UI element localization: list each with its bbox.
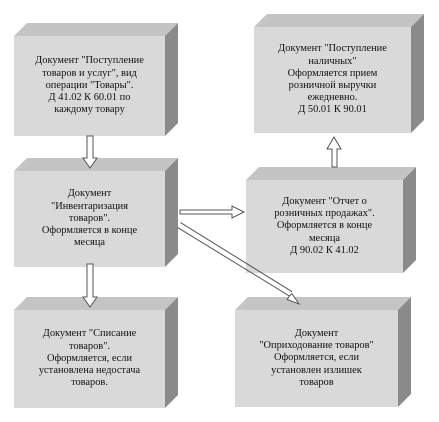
node-line: "Инвентаризация — [51, 200, 128, 212]
node-top-face — [14, 158, 178, 171]
node-line: Оформляется в конце — [276, 220, 373, 232]
node-line: Д 41.02 К 60.01 по — [48, 92, 131, 104]
node-line: товаров. — [71, 377, 108, 389]
node-line: операции "Товары". — [45, 79, 134, 91]
node-write-off: Документ "Списание товаров". Оформляется… — [14, 297, 178, 408]
node-line: Оформляется в конце — [41, 225, 138, 237]
node-top-face — [246, 167, 416, 180]
node-line: ежедневно. — [307, 92, 358, 104]
node-retail-report: Документ "Отчет о розничных продажах". О… — [246, 167, 416, 273]
node-line: Оформляется, если — [46, 352, 133, 364]
arrow-inventory-to-posting — [177, 222, 301, 306]
node-front-face: Документ "Списание товаров". Оформляется… — [14, 310, 165, 408]
node-top-face — [254, 14, 424, 27]
arrow-inventory-to-report — [179, 205, 246, 219]
node-inventory: Документ "Инвентаризация товаров". Оформ… — [14, 158, 178, 267]
node-top-face — [14, 23, 178, 36]
arrow-inventory-to-writeoff — [82, 263, 98, 308]
node-top-face — [14, 297, 178, 310]
node-side-face — [403, 167, 416, 273]
node-line: Документ "Отчет о — [282, 195, 367, 207]
node-front-face: Документ "Инвентаризация товаров". Оформ… — [14, 171, 165, 267]
arrow-receipt-to-inventory — [82, 135, 98, 169]
node-front-face: Документ "Отчет о розничных продажах". О… — [246, 180, 403, 273]
node-line: товаров — [299, 376, 334, 388]
node-top-face — [235, 297, 411, 310]
node-front-face: Документ "Поступление товаров и услуг", … — [14, 36, 165, 136]
node-line: Документ — [67, 188, 112, 200]
node-receipt-goods: Документ "Поступление товаров и услуг", … — [14, 23, 178, 136]
node-cash-receipt: Документ "Поступление наличных" Оформляе… — [254, 14, 424, 133]
node-side-face — [165, 297, 178, 408]
node-line: товаров". — [68, 212, 111, 224]
node-line: "Оприходование товаров" — [259, 340, 374, 352]
node-line: установлена недостача — [38, 365, 141, 377]
node-line: Оформляется, если — [273, 352, 360, 364]
node-line: каждому товару — [54, 104, 125, 116]
arrow-report-to-cash — [326, 136, 342, 168]
node-posting-goods: Документ "Оприходование товаров" Оформля… — [235, 297, 411, 407]
node-line: Оформляется прием — [287, 67, 378, 79]
node-side-face — [398, 297, 411, 407]
node-line: Документ "Поступление — [35, 55, 144, 67]
node-line: розничной выручки — [288, 80, 377, 91]
node-line: розничных продажах". — [274, 208, 375, 220]
node-line: товаров и услуг", вид — [42, 67, 137, 79]
node-line: Д 90.02 К 41.02 — [290, 244, 359, 256]
node-front-face: Документ "Оприходование товаров" Оформля… — [235, 310, 398, 407]
node-line: месяца — [308, 232, 340, 244]
node-front-face: Документ "Поступление наличных" Оформляе… — [254, 27, 411, 133]
node-line: наличных" — [308, 55, 357, 67]
node-side-face — [165, 158, 178, 267]
node-side-face — [165, 23, 178, 136]
node-line: Документ — [294, 327, 339, 339]
node-line: Д 50.01 К 90.01 — [298, 104, 367, 116]
node-line: месяца — [73, 237, 105, 249]
node-line: товаров". — [68, 340, 111, 352]
node-line: установлен излишек — [271, 364, 362, 376]
node-line: Документ "Списание — [42, 328, 137, 340]
node-side-face — [411, 14, 424, 133]
node-line: Документ "Поступление — [278, 43, 387, 55]
